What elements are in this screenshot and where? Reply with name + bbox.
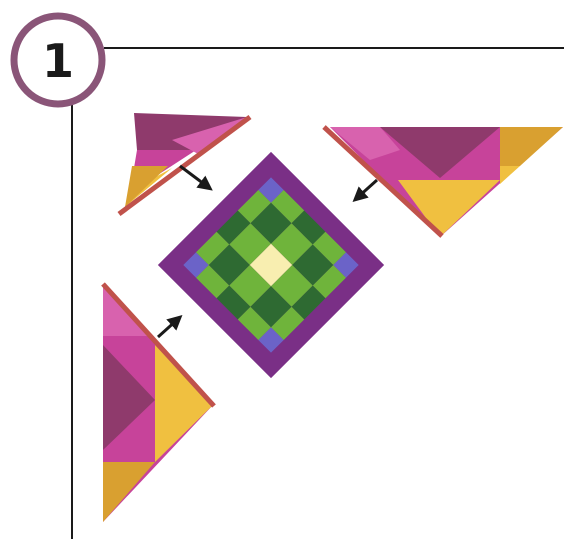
triangle-piece-gold bbox=[155, 345, 213, 462]
corner-triangle-bottom-left bbox=[103, 284, 214, 522]
step-badge: 1 bbox=[14, 16, 102, 104]
arrow-icon bbox=[158, 319, 178, 337]
corner-triangle-top-right bbox=[324, 127, 563, 237]
arrow-icon bbox=[180, 166, 208, 187]
center-block bbox=[158, 152, 384, 378]
triangle-piece-ochre bbox=[500, 127, 563, 166]
triangle-piece-gold bbox=[500, 166, 520, 184]
step-number: 1 bbox=[42, 34, 74, 88]
arrow-icon bbox=[357, 180, 377, 198]
